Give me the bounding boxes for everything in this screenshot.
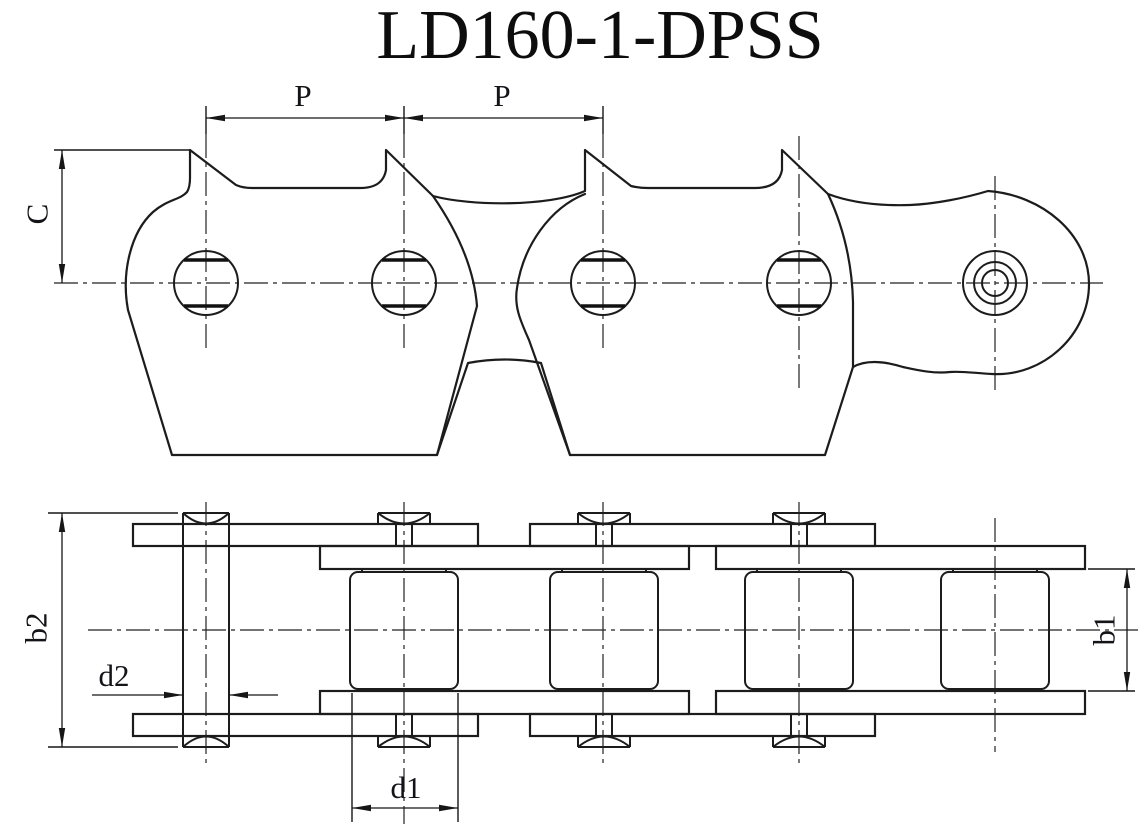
pin1-body [182, 513, 230, 747]
pin-diameter-dimension: d2 [92, 658, 278, 699]
roller-end-ticks [361, 569, 1038, 692]
arrow-right-icon [439, 804, 458, 812]
pins [182, 512, 826, 748]
pin-length-dimension: b2 [19, 512, 178, 748]
arrow-left-icon [352, 804, 371, 812]
outer-plate1-top [131, 522, 480, 548]
pin4-flat-chords [777, 258, 821, 308]
roller5 [940, 571, 1050, 690]
outer-plate1-bottom [131, 712, 480, 738]
plan-view: b2 d2 d1 b1 [19, 502, 1138, 824]
side-view: P P C [20, 78, 1103, 457]
roller3 [549, 571, 659, 690]
arrow-left-icon [404, 114, 423, 122]
arrow-down-icon [58, 264, 66, 283]
pitch-extension-lines [205, 106, 604, 134]
pin-length-extension-lines [48, 512, 178, 748]
bushing-outer-circle [962, 250, 1028, 316]
tooth-height-label: C [20, 204, 55, 225]
plate-silhouette [124, 148, 1091, 457]
arrow-down-icon [58, 728, 66, 747]
drawing-title: LD160-1-DPSS [376, 0, 823, 74]
outer-plate2-end-edge [826, 192, 855, 369]
pin2-flat-chords [382, 258, 426, 308]
inner-width-dimension: b1 [1087, 568, 1135, 692]
roller4 [744, 571, 854, 690]
inner-plate1-end-edge [515, 192, 587, 457]
outer-plate1-end-edge [431, 194, 479, 457]
pin4-rivet-ends [772, 512, 826, 748]
link-plates [131, 522, 1087, 738]
pin-diameter-label: d2 [99, 658, 130, 693]
roller2 [349, 571, 459, 690]
arrow-right-icon [385, 114, 404, 122]
pin1-rivet-ends [182, 512, 230, 748]
bushing-inner-circle [981, 269, 1009, 297]
pin3-flat-chords [581, 258, 625, 308]
pitch2-label: P [493, 78, 510, 113]
arrow-down-icon [1123, 672, 1131, 691]
arrow-up-icon [1123, 569, 1131, 588]
inner-plate1-top [318, 544, 691, 571]
pin3-circle [570, 250, 636, 316]
pin1-circle [173, 250, 239, 316]
pin4-body [790, 524, 808, 736]
arrow-up-icon [58, 513, 66, 532]
pin-length-label: b2 [19, 613, 54, 644]
inner-plate1-bottom [318, 689, 691, 716]
pin4-circle [766, 250, 832, 316]
bushing-middle-circle [973, 261, 1017, 305]
inner-plate2-bottom [714, 689, 1087, 716]
pitch1-label: P [294, 78, 311, 113]
arrow-up-icon [58, 150, 66, 169]
arrow-right-icon [164, 691, 183, 699]
arrow-right-icon [584, 114, 603, 122]
roller-diameter-extension-lines [351, 693, 459, 822]
roller-diameter-label: d1 [391, 770, 422, 805]
pin3-body [595, 524, 613, 736]
tooth-height-dimension: C [20, 149, 190, 283]
arrow-left-icon [206, 114, 225, 122]
pin3-rivet-ends [577, 512, 631, 748]
inner-plate2-top [714, 544, 1087, 571]
outer-plate2-bottom [528, 712, 877, 738]
pin2-rivet-ends [377, 512, 431, 748]
roller-diameter-dimension: d1 [351, 693, 459, 822]
rollers [349, 569, 1050, 692]
pin2-body [395, 524, 413, 736]
pitch-dimension: P P [205, 78, 604, 134]
arrow-left-icon [229, 691, 248, 699]
pin2-circle [371, 250, 437, 316]
pin-holes [173, 250, 1028, 316]
inner-width-label: b1 [1087, 615, 1122, 646]
outer-plate2-top [528, 522, 877, 548]
pin1-flat-chords [184, 258, 228, 308]
